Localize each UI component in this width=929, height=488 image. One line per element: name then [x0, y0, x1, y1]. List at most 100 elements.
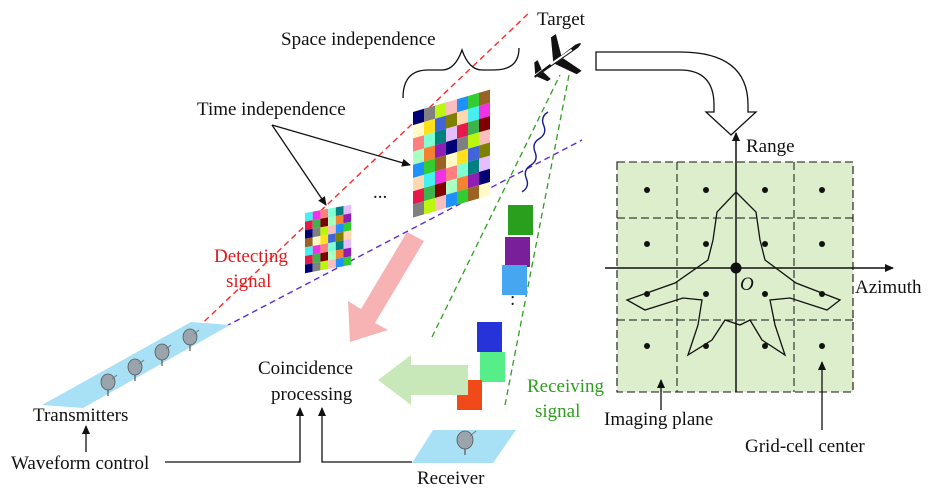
pattern-cell [328, 250, 336, 261]
signal-block [505, 237, 530, 267]
pattern-cell [335, 231, 344, 242]
pattern-cell [335, 249, 344, 259]
receiver-antenna-icon [456, 430, 477, 455]
pattern-cell [335, 223, 344, 234]
pattern-cell [413, 122, 424, 139]
receiver-to-processing-line [318, 407, 412, 463]
pattern-cell [468, 119, 479, 136]
pattern-cell [343, 239, 352, 249]
space-independence-brace [402, 47, 520, 99]
waveform-control-line [165, 407, 304, 463]
pattern-cell [413, 148, 424, 165]
antenna-icon [127, 358, 145, 381]
pattern-cell [312, 253, 321, 264]
grid-cell-center-label: Grid-cell center [745, 436, 865, 457]
target-outline-shape [625, 191, 842, 357]
pattern-cell [424, 145, 435, 162]
origin-label: O [740, 274, 754, 295]
imaging-plane [616, 161, 854, 393]
pattern-cell [312, 244, 321, 255]
pattern-cell [312, 227, 321, 238]
pattern-cell [343, 230, 352, 241]
signal-block [502, 265, 527, 295]
pattern-cell [468, 132, 479, 149]
pattern-cell [320, 243, 329, 254]
pattern-cell [446, 178, 457, 195]
azimuth-axis-label: Azimuth [855, 277, 922, 298]
pattern-cell [435, 168, 446, 185]
signal-block [508, 205, 533, 235]
pattern-cell [457, 96, 468, 113]
grid-cell-center-dot [703, 241, 709, 247]
pattern-cell [305, 237, 313, 248]
pattern-cell [479, 182, 490, 199]
grid-cell-centers [644, 187, 825, 349]
pattern-cell [457, 148, 468, 166]
space-independence-label: Space independence [281, 29, 436, 50]
pattern-cell [413, 174, 424, 192]
grid-cell-center-dot [762, 241, 768, 247]
origin-point [730, 262, 742, 274]
pattern-cell [435, 181, 446, 198]
pattern-cell [435, 115, 446, 132]
pattern-cell [320, 208, 329, 219]
grid-cell-center-dot [644, 343, 650, 349]
receiving-beam-line-left [431, 74, 561, 338]
pattern-cell [457, 109, 468, 126]
vertical-dots: : [510, 289, 515, 310]
pattern-cell [424, 198, 435, 215]
time-independence-label: Time independence [197, 99, 346, 120]
pattern-cell [413, 201, 424, 218]
pattern-cell [413, 108, 424, 126]
pattern-cell [335, 240, 344, 251]
antenna-icon [154, 343, 172, 366]
pattern-cell [343, 247, 352, 258]
pattern-cell [424, 171, 435, 188]
pattern-cell [446, 191, 457, 208]
antenna-icon [100, 373, 118, 396]
pattern-cell [435, 142, 446, 159]
pattern-cell [320, 217, 329, 228]
pattern-cell [424, 118, 435, 136]
receiving-signal-label-line2: signal [535, 401, 580, 422]
pattern-cell [435, 102, 446, 119]
pattern-cell [468, 185, 479, 202]
pattern-cell [320, 226, 329, 236]
pattern-cell [479, 129, 490, 146]
pattern-cell [343, 213, 352, 224]
pattern-cell [468, 172, 479, 189]
coincidence-processing-label-line2: processing [271, 384, 353, 405]
pattern-cell [305, 263, 313, 274]
pattern-cell [446, 99, 457, 116]
grid-cell-center-dot [703, 291, 709, 297]
pattern-cell [328, 224, 336, 235]
detecting-signal-label-line2: signal [226, 271, 271, 292]
pattern-cell [343, 204, 352, 215]
grid-cell-center-dot [762, 343, 768, 349]
detecting-pattern-large [413, 89, 490, 218]
detecting-signal-label-line1: Detecting [214, 246, 288, 267]
pattern-cell [320, 234, 329, 245]
pattern-cell [457, 135, 468, 152]
antenna-icon [182, 328, 200, 351]
grid-cell-center-dot [819, 241, 825, 247]
detecting-pattern-small [305, 204, 352, 274]
pattern-cell [479, 102, 490, 120]
receiving-wave [521, 111, 549, 193]
pattern-cell [435, 128, 446, 146]
pattern-cell [446, 152, 457, 169]
transmitters-label: Transmitters [33, 405, 128, 426]
purple-beam-line [189, 139, 583, 346]
pattern-cell [343, 256, 352, 267]
target-label: Target [537, 9, 586, 30]
pattern-cell [457, 188, 468, 205]
pattern-cell [424, 158, 435, 175]
pattern-cell [468, 106, 479, 123]
pattern-cell [413, 188, 424, 205]
pattern-cell [305, 246, 313, 256]
pattern-cell [328, 216, 336, 226]
pattern-cell [328, 233, 336, 244]
pattern-cell [305, 228, 313, 239]
pattern-cell [312, 261, 321, 272]
